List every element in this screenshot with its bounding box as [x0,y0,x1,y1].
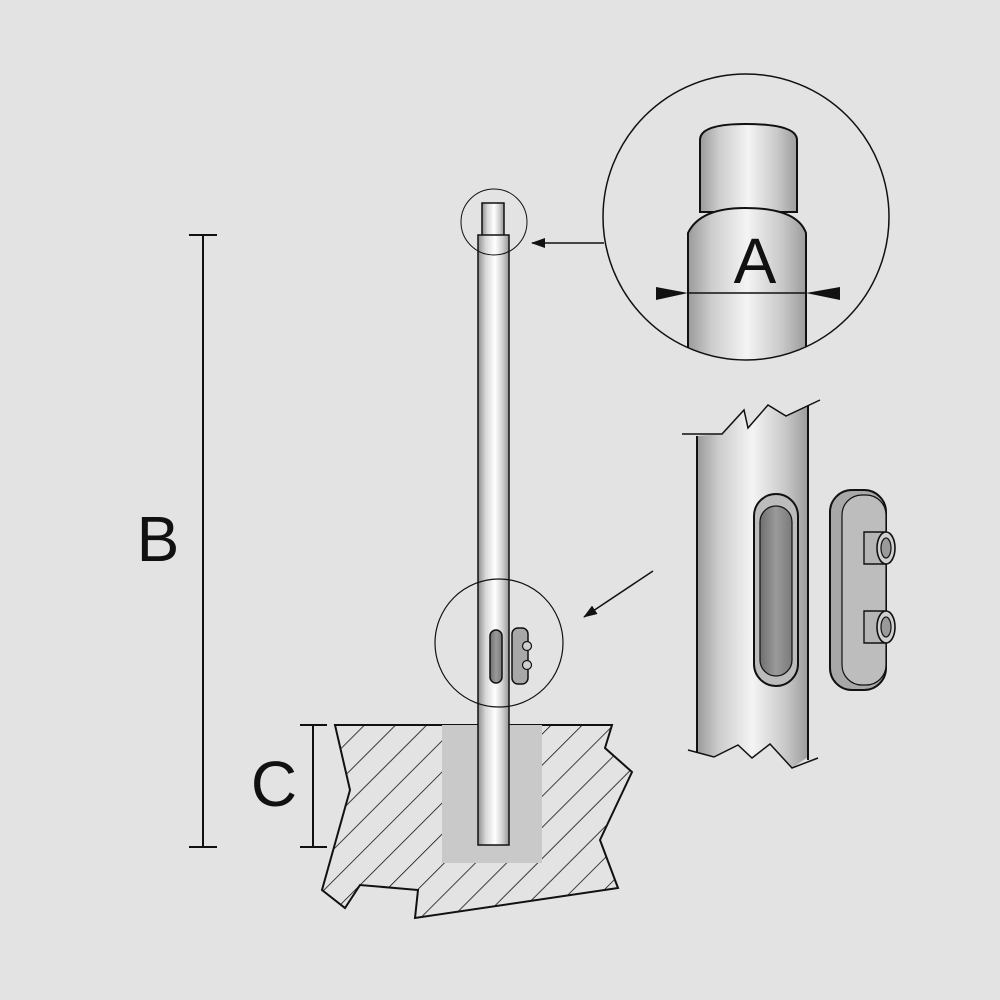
detail-bolt-top [863,531,896,565]
dimension-a-label: A [734,225,777,297]
bracket-detail-arrow [583,570,654,618]
pole-bracket-bolt-top [521,640,533,652]
pole-tip [481,202,505,237]
dimension-c: C [251,724,327,848]
detail-a-tip [699,122,798,213]
detail-a-magnifier: A [602,73,890,361]
top-callout-circle [460,188,528,256]
bracket-detail [682,399,896,769]
ground-section [320,724,634,920]
bottom-callout-circle [434,578,564,708]
dimension-b: B [137,234,217,848]
detail-bottom-break [687,742,819,769]
detail-bolt-bottom [863,610,896,644]
pole-shaft [477,234,510,846]
detail-a-circle [602,73,890,361]
dimension-a-arrow-right [806,287,840,300]
main-pole [477,202,533,846]
pole-bracket-bolt-bottom [521,659,533,671]
detail-slot-inner [759,505,793,677]
detail-bracket-face [841,494,887,686]
detail-top-break [682,399,821,435]
pole-slot [489,629,503,684]
detail-a-shaft [687,206,807,360]
dimension-c-label: C [251,748,297,820]
pole-bracket [511,627,529,685]
dimension-a-arrow-left [656,287,688,300]
dimension-b-label: B [137,503,180,575]
